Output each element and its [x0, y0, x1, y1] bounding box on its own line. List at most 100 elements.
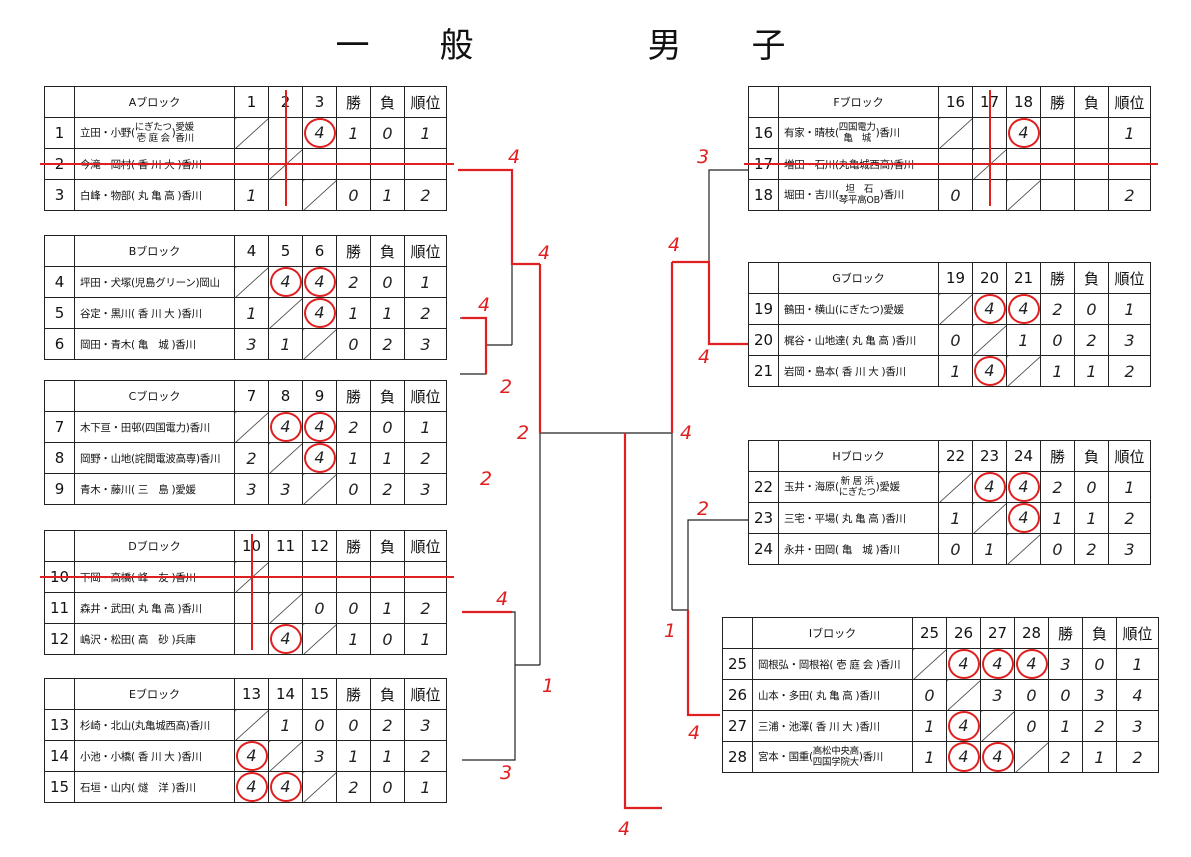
withdrawal-line: [40, 163, 454, 165]
player-wins: 2: [1040, 471, 1075, 503]
pair-names: 杉崎・北山(丸亀城西高)香川: [80, 719, 210, 732]
pair-names: 堀田・吉川(: [784, 189, 839, 201]
player-number: 20: [748, 324, 779, 356]
prefecture: 愛媛香川: [175, 122, 194, 144]
bracket-line-final: [624, 433, 662, 809]
player-rank: 3: [404, 328, 447, 360]
match-result: 0: [1014, 710, 1049, 742]
pair-names: 鶴田・横山(にぎたつ)愛媛: [784, 303, 904, 316]
player-losses: 0: [1082, 648, 1117, 680]
player-wins: 2: [336, 771, 371, 803]
match-result: [302, 771, 337, 803]
winner-circle: 4: [973, 294, 1006, 324]
pair-names: 小池・小橋( 香 川 大 )香川: [80, 750, 202, 763]
match-result: 4: [268, 266, 303, 298]
block-name: Eブロック: [74, 678, 235, 710]
match-result: 4: [268, 623, 303, 655]
winner-circle: 4: [269, 772, 302, 802]
match-result: [302, 179, 337, 211]
col-number: 15: [302, 678, 337, 710]
winner-circle: 4: [303, 118, 336, 148]
player-number: 16: [748, 117, 779, 149]
team-name-line: 琴平高OB: [838, 195, 880, 206]
player-losses: 0: [370, 266, 405, 298]
player-name: 立田・小野(にぎたつ壱 庭 会)愛媛香川: [74, 117, 235, 149]
match-result: 4: [234, 740, 269, 772]
player-rank: 3: [404, 709, 447, 741]
match-result: 4: [1006, 117, 1041, 149]
match-result: [302, 473, 337, 505]
player-name: 岩岡・島本( 香 川 大 )香川: [778, 355, 939, 387]
player-rank: 2: [404, 740, 447, 772]
player-rank: 2: [1108, 179, 1151, 211]
match-result: 1: [268, 328, 303, 360]
match-result: 4: [972, 471, 1007, 503]
corner-cell: [44, 86, 75, 118]
player-losses: 1: [370, 179, 405, 211]
header-win: 勝: [1040, 86, 1075, 118]
player-name: 谷定・黒川( 香 川 大 )香川: [74, 297, 235, 329]
round-score: 3: [697, 146, 710, 168]
player-wins: 1: [336, 623, 371, 655]
player-losses: 0: [1074, 471, 1109, 503]
team-name: にぎたつ壱 庭 会: [135, 122, 172, 144]
prefecture-line: 香川: [175, 133, 194, 144]
match-result: [268, 442, 303, 474]
player-losses: 1: [370, 297, 405, 329]
corner-cell: [722, 617, 753, 649]
player-wins: 2: [1048, 741, 1083, 773]
player-losses: 0: [1074, 293, 1109, 325]
match-result: 0: [938, 179, 973, 211]
col-number: 20: [972, 262, 1007, 294]
player-wins: 3: [1048, 648, 1083, 680]
player-name: 木下亘・田邨(四国電力)香川: [74, 411, 235, 443]
match-result: 1: [912, 710, 947, 742]
player-wins: 2: [336, 411, 371, 443]
player-number: 8: [44, 442, 75, 474]
player-losses: 0: [370, 117, 405, 149]
player-wins: 0: [336, 709, 371, 741]
player-number: 13: [44, 709, 75, 741]
player-name: 嶋沢・松田( 高 砂 )兵庫: [74, 623, 235, 655]
winner-circle: 4: [269, 624, 302, 654]
match-result: 4: [302, 442, 337, 474]
round-score: 1: [664, 620, 677, 642]
player-wins: 0: [1040, 533, 1075, 565]
bracket-line-left: [539, 264, 625, 665]
player-losses: 1: [370, 740, 405, 772]
col-number: 11: [268, 530, 303, 562]
player-name: 岡田・青木( 亀 城 )香川: [74, 328, 235, 360]
player-rank: 2: [404, 592, 447, 624]
match-result: [302, 623, 337, 655]
player-losses: 2: [370, 328, 405, 360]
corner-cell: [44, 235, 75, 267]
winner-circle: 4: [235, 741, 268, 771]
player-wins: 1: [336, 442, 371, 474]
match-result: 4: [1006, 471, 1041, 503]
player-name: 白峰・物部( 丸 亀 高 )香川: [74, 179, 235, 211]
match-result: 1: [268, 709, 303, 741]
corner-cell: [44, 530, 75, 562]
team-name-line: 高松中央高: [812, 746, 859, 757]
match-result: [234, 411, 269, 443]
player-name: 山本・多田( 丸 亀 高 )香川: [752, 679, 913, 711]
match-result: 3: [234, 473, 269, 505]
col-number: 21: [1006, 262, 1041, 294]
player-name: 有家・晴枝(四国電力亀 城)香川: [778, 117, 939, 149]
pair-names: 坪田・犬塚(児島グリーン)岡山: [80, 276, 220, 289]
prefecture: )香川: [879, 189, 905, 201]
player-losses: 1: [1074, 355, 1109, 387]
player-number: 12: [44, 623, 75, 655]
